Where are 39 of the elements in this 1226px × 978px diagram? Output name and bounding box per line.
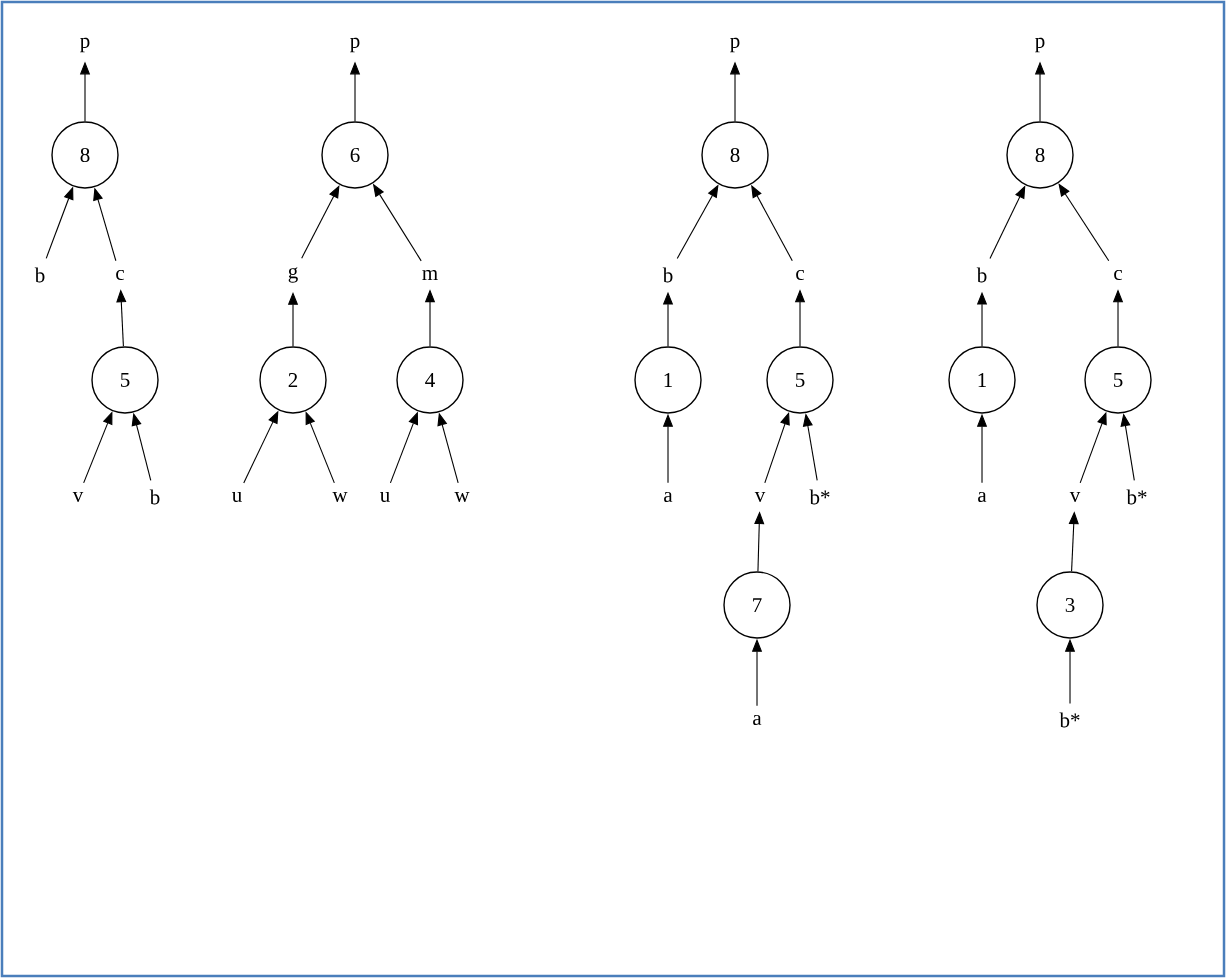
node-label: c (1114, 269, 1122, 281)
node-label: c (796, 269, 804, 281)
node-label: p (730, 37, 740, 53)
node-label: v (754, 492, 766, 502)
circle-node: 2 (259, 346, 327, 414)
circle-node: 5 (1084, 346, 1152, 414)
node-label: b (149, 489, 160, 505)
node-label: b* (1126, 489, 1147, 505)
node-label: a (664, 492, 673, 503)
node-label: a (978, 492, 987, 503)
node-label: b (976, 267, 987, 283)
node-label: p (350, 37, 360, 53)
node-label: b (34, 267, 45, 283)
node-label: w (332, 492, 348, 502)
circle-node: 5 (766, 346, 834, 414)
circle-node: 7 (723, 571, 791, 639)
circle-node: 8 (51, 121, 119, 189)
node-label: b* (809, 489, 830, 505)
node-label: g (288, 267, 298, 283)
circle-node: 4 (396, 346, 464, 414)
circle-node: 5 (91, 346, 159, 414)
node-label: u (232, 492, 242, 502)
circle-node: 3 (1036, 571, 1104, 639)
node-label: w (454, 492, 470, 502)
node-label: b (662, 267, 673, 283)
node-label: p (80, 37, 90, 53)
node-label: b* (1059, 712, 1080, 728)
node-label: v (1069, 492, 1081, 502)
circle-node: 8 (1006, 121, 1074, 189)
node-label: u (380, 492, 390, 502)
node-label: a (753, 715, 762, 726)
node-label: c (116, 269, 124, 281)
node-label: m (422, 270, 438, 280)
node-label: v (72, 492, 84, 502)
circle-node: 1 (948, 346, 1016, 414)
circle-node: 8 (701, 121, 769, 189)
node-label: p (1035, 37, 1045, 53)
circle-node: 1 (634, 346, 702, 414)
circle-node: 6 (321, 121, 389, 189)
